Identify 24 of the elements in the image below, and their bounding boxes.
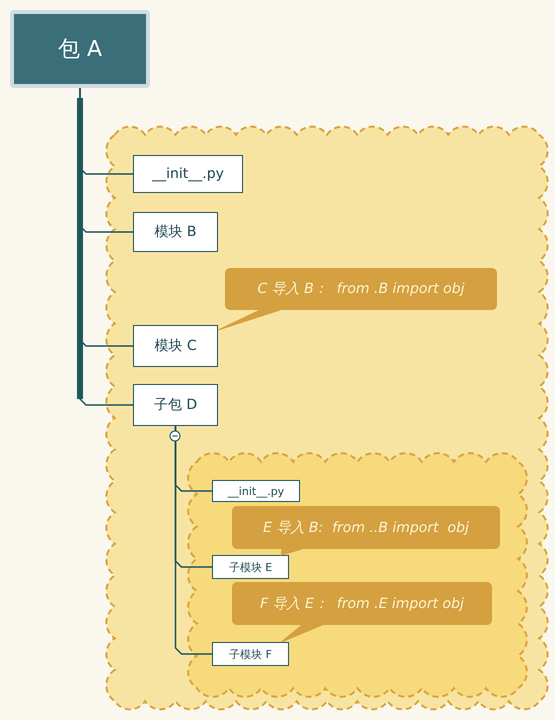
callout-pointer (218, 310, 280, 331)
module-box (133, 325, 218, 367)
node-label: __init__.py (228, 484, 284, 498)
tree-connector (79, 88, 133, 406)
module-box (133, 155, 243, 193)
package-box (10, 10, 150, 88)
node-label: 模块 B (154, 223, 197, 241)
import-note: C 导入 B： from .B import obj (257, 280, 465, 298)
node-label: __init__.py (152, 166, 224, 182)
module-box (212, 480, 300, 502)
module-box (212, 555, 289, 579)
callout-pointer (280, 548, 302, 556)
callout-pointer (280, 624, 322, 642)
import-note: F 导入 E： from .E import obj (260, 594, 464, 612)
node-label: 子模块 F (229, 646, 272, 662)
module-box (212, 642, 289, 666)
module-box (133, 212, 218, 252)
node-label: 子模块 E (228, 560, 272, 574)
node-label: 模块 C (154, 337, 197, 355)
node-label: 包 A (58, 36, 102, 64)
node-label: 子包 D (154, 396, 198, 414)
import-note: E 导入 B: from ..B import obj (263, 518, 469, 536)
tree-connector (174, 426, 212, 655)
module-box (133, 384, 218, 426)
